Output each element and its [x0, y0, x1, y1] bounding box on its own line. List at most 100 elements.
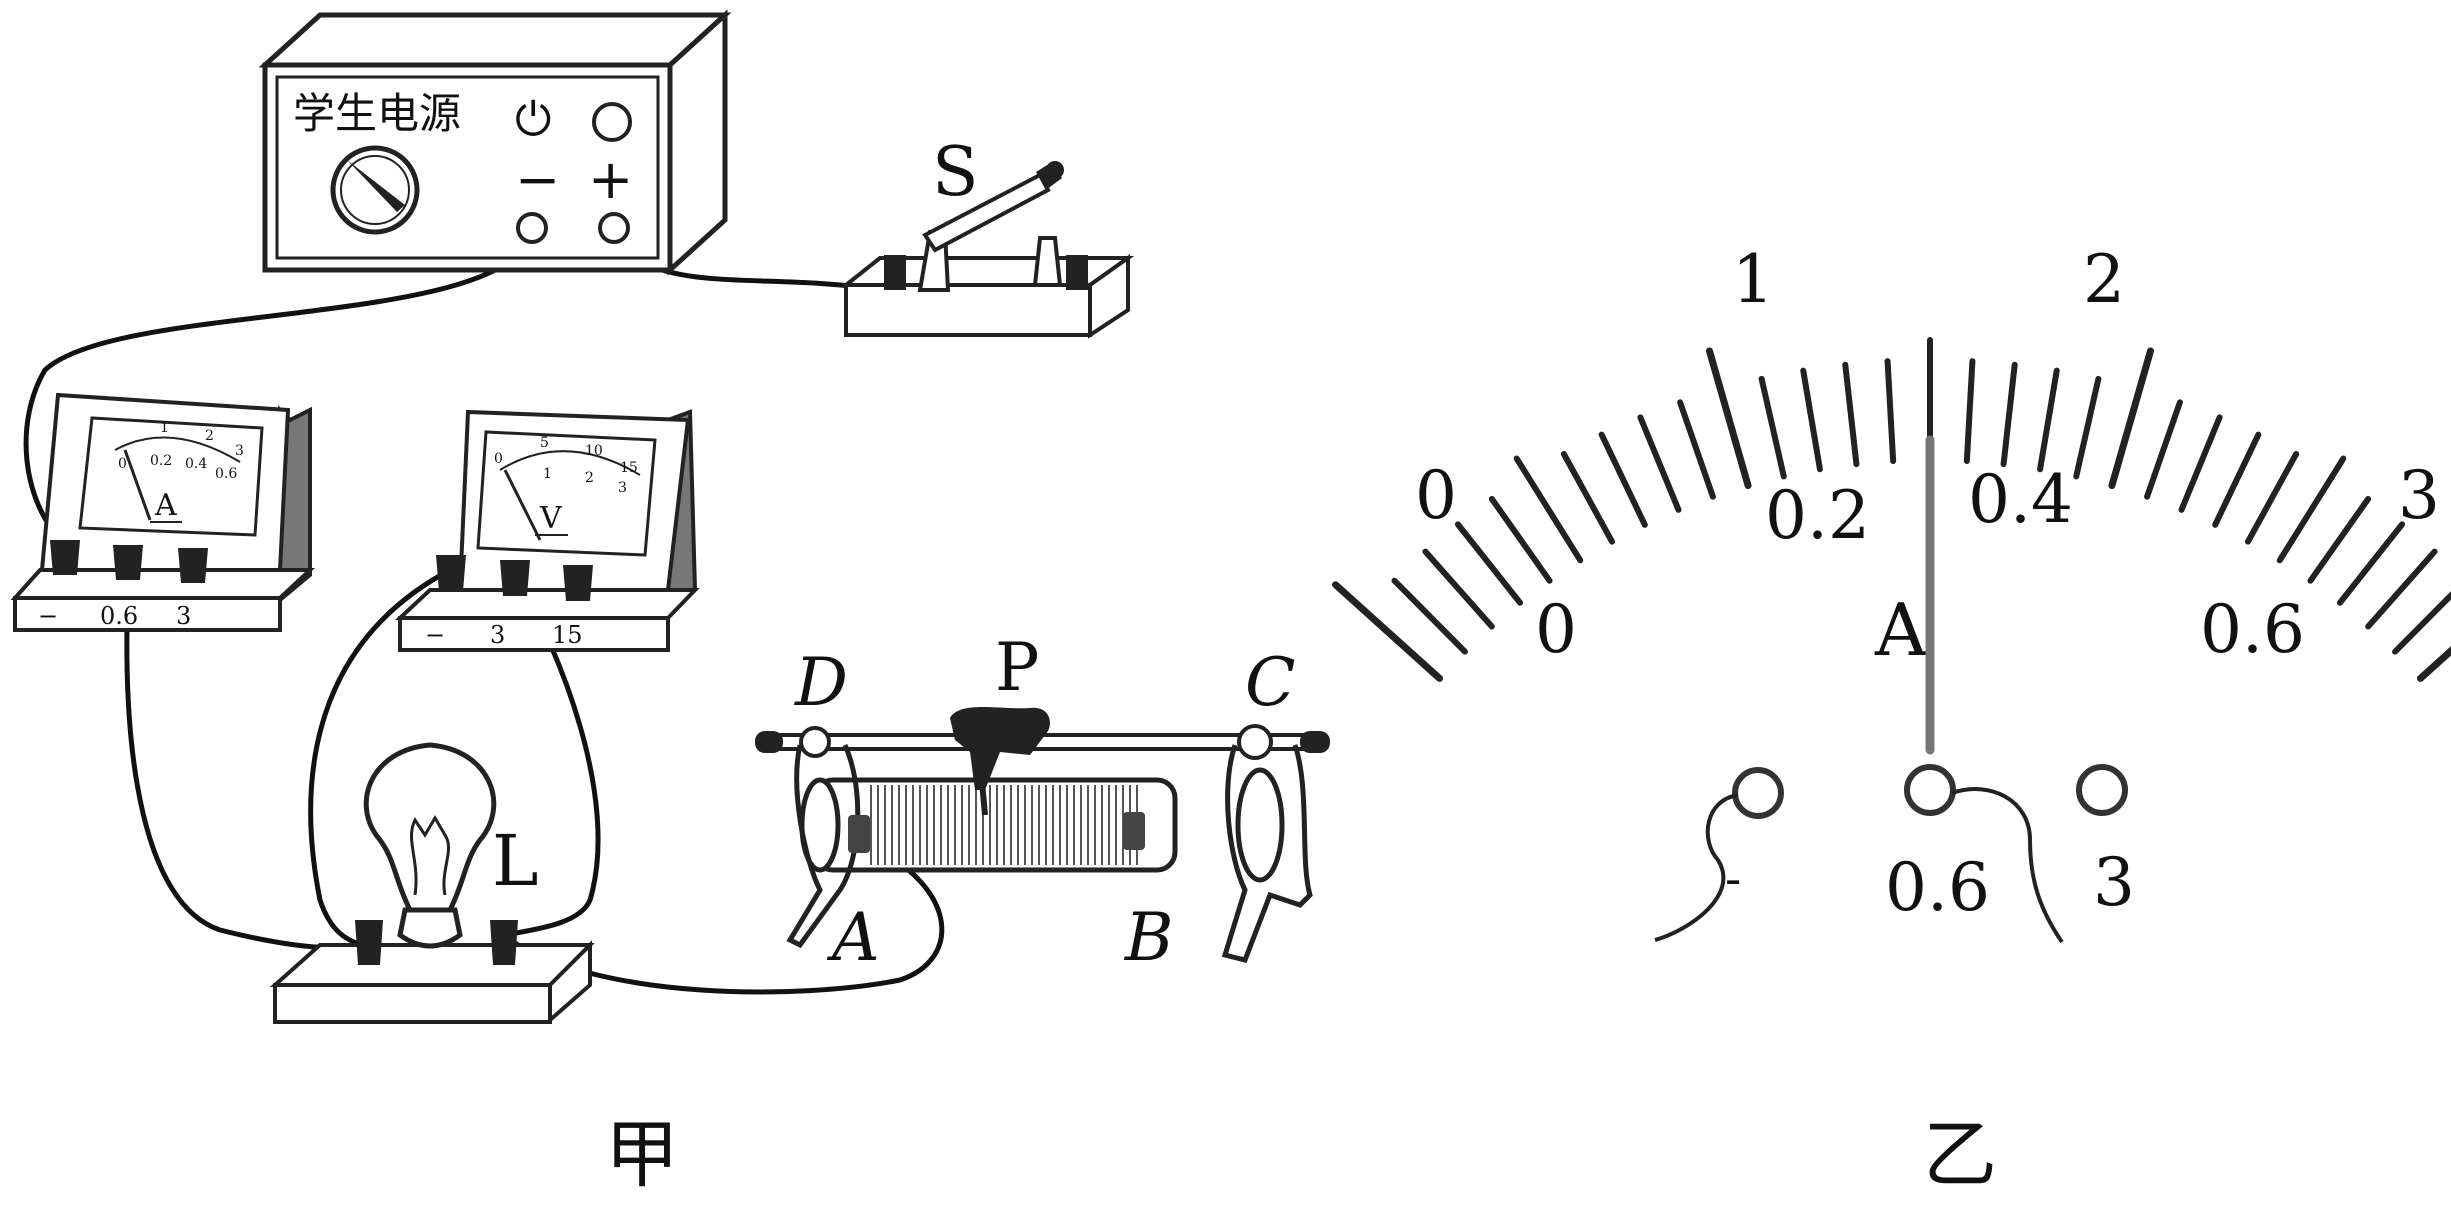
dial-minor-tick — [2212, 431, 2262, 528]
upper-scale-label-1: 1 — [1732, 241, 1774, 318]
dial-minor-tick — [1391, 577, 1468, 655]
voltmeter-scale-top-0: 0 — [494, 451, 503, 467]
supply-minus-terminal[interactable] — [516, 212, 548, 244]
dial-major-tick — [2108, 347, 2155, 490]
switch-contact-clip — [1032, 236, 1063, 287]
dial-minor-tick — [1800, 367, 1823, 473]
dial-minor-tick — [1842, 361, 1860, 468]
rheostat-terminal-c[interactable] — [1237, 724, 1273, 760]
rheostat-rod-right-cap — [1300, 731, 1330, 753]
ammeter-terminal-label-0-6: 0.6 — [100, 602, 138, 630]
dial-terminal-3[interactable] — [2076, 764, 2128, 816]
rheostat-coil-right-end — [1235, 767, 1285, 883]
dial-terminal-label-3: 3 — [2093, 844, 2135, 921]
voltmeter-terminal-3[interactable] — [500, 560, 530, 596]
rheostat-slider-p[interactable] — [950, 707, 1050, 790]
dial-minor-tick — [2037, 367, 2060, 473]
lamp: L — [269, 742, 595, 1025]
rheostat-terminal-b[interactable] — [1123, 812, 1145, 850]
dial-major-tick — [1331, 581, 1444, 682]
wire-supply-minus-to-ammeter-minus — [23, 225, 535, 548]
ammeter-terminal-minus[interactable] — [50, 540, 80, 575]
supply-plus-terminal[interactable] — [598, 212, 630, 244]
sliding-rheostat: P D C A B — [755, 629, 1330, 976]
rheostat-terminal-d[interactable] — [799, 726, 831, 758]
power-switch-icon[interactable]: ⏻ — [515, 92, 551, 146]
dial-major-tick — [1705, 347, 1752, 490]
dial-major-tick — [2416, 646, 2451, 682]
dial-minor-tick — [2073, 375, 2102, 480]
dial-terminal-minus[interactable] — [1732, 767, 1784, 819]
dial-minor-tick — [1884, 358, 1897, 465]
voltmeter-face-inner — [476, 430, 657, 557]
dial-minor-tick — [1454, 521, 1524, 606]
dial-terminal-label-0-6: 0.6 — [1885, 849, 1990, 926]
dial-minor-tick — [1560, 451, 1616, 545]
dial-minor-tick — [1422, 548, 1495, 630]
lamp-socket — [397, 907, 463, 949]
lamp-right-terminal[interactable] — [490, 920, 518, 965]
lamp-base-top — [269, 943, 595, 987]
lower-scale-label-0-4: 0.4 — [1968, 461, 2073, 538]
rheostat-rod-left-cap — [755, 731, 783, 753]
ammeter-terminal-label-3: 3 — [176, 602, 191, 630]
lower-scale-label-0-6: 0.6 — [2200, 591, 2305, 668]
dial-minor-tick — [1758, 375, 1787, 480]
dial-minor-tick — [2307, 495, 2372, 584]
dial-wire-minus — [1654, 793, 1739, 942]
ammeter-scale-arc — [114, 436, 241, 463]
caption-yi: 乙 — [1923, 1112, 1997, 1198]
rheostat-label-c: C — [1245, 644, 1296, 721]
knife-switch[interactable]: S — [840, 133, 1135, 339]
ammeter-terminal-0-6[interactable] — [113, 545, 143, 580]
power-supply-dial[interactable] — [330, 145, 420, 235]
switch-right-post — [1066, 255, 1088, 290]
ammeter-base-front — [13, 596, 282, 632]
lamp-left-terminal[interactable] — [355, 920, 383, 965]
switch-label: S — [932, 133, 979, 212]
voltmeter-scale-bottom-2: 2 — [585, 470, 594, 486]
upper-scale-label-3: 3 — [2398, 457, 2440, 534]
voltmeter-terminal-minus[interactable] — [436, 555, 466, 591]
wire-voltmeter-minus-to-lamp — [308, 567, 453, 948]
rheostat-left-frame — [786, 743, 861, 949]
ammeter-scale-top-2: 2 — [205, 428, 214, 444]
voltmeter-scale-top-10: 10 — [585, 443, 603, 459]
ammeter-terminal-3[interactable] — [178, 548, 208, 583]
power-supply-label: 学生电源 — [293, 89, 461, 138]
ammeter-scale-bottom-3: 0.6 — [215, 466, 237, 482]
wire-lamp-to-rheostat-a — [507, 842, 945, 995]
voltmeter-needle — [503, 469, 542, 541]
voltmeter-terminal-15[interactable] — [563, 565, 593, 601]
ammeter-needle — [123, 449, 152, 521]
dial-minor-tick — [2365, 548, 2438, 630]
switch-handle-knob — [1046, 161, 1064, 179]
dial-minor-tick — [2276, 455, 2347, 564]
ammeter-dial-closeup: 0 1 2 3 0 0.2 0.4 0.6 A - 0.6 3 — [1331, 241, 2451, 944]
upper-scale-label-2: 2 — [2083, 241, 2125, 318]
power-supply-panel — [275, 75, 660, 260]
lamp-filament — [410, 815, 450, 896]
ammeter-terminal-label-minus: − — [38, 602, 58, 630]
ammeter-scale-bottom-0: 0 — [118, 456, 127, 472]
dial-minor-tick — [1513, 455, 1584, 564]
caption-jia: 甲 — [605, 1112, 679, 1198]
voltmeter-base-front — [398, 616, 670, 652]
ammeter: A 1 2 3 0 0.2 0.4 0.6 − 0.6 3 — [10, 392, 316, 632]
lower-scale-label-0: 0 — [1535, 591, 1577, 668]
dial-minor-tick — [1677, 399, 1716, 500]
ammeter-scale-top-3: 3 — [235, 443, 244, 459]
ammeter-scale-bottom-2: 0.4 — [185, 456, 207, 472]
rheostat-terminal-a[interactable] — [848, 815, 870, 853]
dial-minor-tick — [1963, 358, 1976, 465]
switch-left-post — [884, 255, 906, 290]
lower-scale-label-0-2: 0.2 — [1765, 477, 1870, 554]
power-indicator-icon — [592, 102, 632, 142]
dial-terminal-label-minus: - — [1725, 851, 1741, 907]
power-supply-top — [258, 12, 732, 68]
voltmeter-scale-bottom-1: 1 — [543, 466, 552, 482]
rheostat-right-frame — [1221, 744, 1313, 963]
dial-terminal-0-6[interactable] — [1904, 764, 1956, 816]
voltmeter: V 0 5 10 15 1 2 3 − 3 15 — [394, 409, 700, 652]
voltmeter-terminal-label-15: 15 — [552, 621, 583, 649]
